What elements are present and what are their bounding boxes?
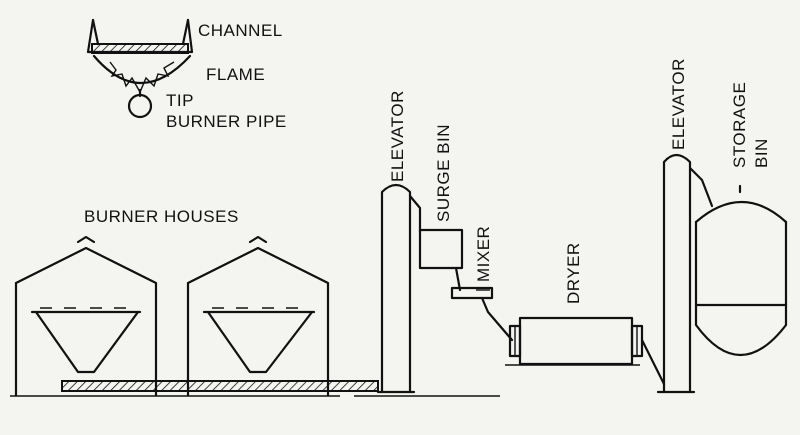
channel-hatch (91, 43, 189, 54)
elevator-2: ELEVATOR (656, 58, 714, 394)
storage-bin: STORAGE BIN (694, 82, 788, 357)
label-burner-pipe: BURNER PIPE (166, 112, 287, 131)
conveyor (61, 380, 379, 392)
burner-detail: CHANNEL FLAME TIP BURNER PIPE (86, 18, 287, 131)
label-dryer: DRYER (564, 242, 583, 304)
label-surge-bin: SURGE BIN (434, 124, 453, 222)
label-mixer: MIXER (474, 226, 493, 282)
label-elevator-1: ELEVATOR (388, 90, 407, 182)
label-channel: CHANNEL (198, 21, 283, 40)
label-elevator-2: ELEVATOR (669, 58, 688, 150)
dryer: DRYER (508, 242, 666, 386)
surge-bin: SURGE BIN (418, 124, 464, 292)
label-tip: TIP (166, 91, 194, 110)
burner-pipe-icon (127, 93, 153, 119)
burner-house-1 (14, 235, 158, 397)
label-storage: STORAGE (730, 82, 749, 168)
label-burner-houses: BURNER HOUSES (84, 207, 239, 226)
label-bin: BIN (752, 138, 771, 168)
burner-house-2 (186, 235, 330, 397)
label-flame: FLAME (206, 65, 265, 84)
mixer: MIXER (450, 226, 514, 342)
flame-bowl (92, 54, 192, 85)
elevator-1: ELEVATOR (376, 90, 422, 394)
